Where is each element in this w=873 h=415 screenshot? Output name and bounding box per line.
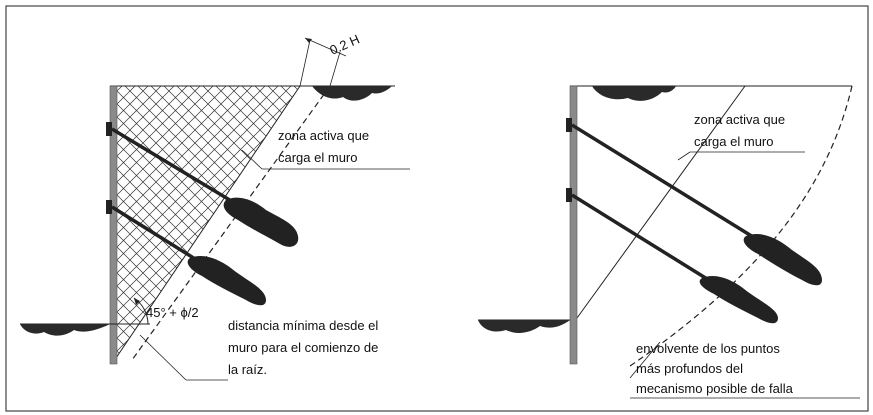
min-distance-label-1: distancia mínima desde el: [228, 318, 378, 333]
figure-frame: [5, 5, 869, 412]
envelope-label-2: más profundos del: [636, 361, 743, 376]
envelope-leader: [629, 341, 661, 379]
retaining-wall: [109, 85, 118, 365]
failure-plane-line: [115, 85, 301, 359]
anchor-head-icon: [106, 122, 112, 136]
angle-arrow-icon: [134, 298, 140, 305]
angle-label: 45° + ϕ/2: [146, 305, 199, 320]
dimension-line: [304, 37, 347, 57]
anchor-bar: [571, 193, 713, 284]
anchor-head-icon: [106, 200, 112, 214]
anchor-head-icon: [566, 188, 572, 202]
min-distance-label-3: la raíz.: [228, 362, 267, 377]
anchor-upper: [566, 118, 822, 286]
dimension-label: 0.2 H: [327, 31, 361, 57]
soil-hatch-icon: [312, 86, 392, 101]
anchor-bar: [111, 205, 201, 264]
anchor-root-icon: [187, 255, 266, 306]
soil-hatch-icon: [592, 86, 676, 101]
min-distance-label-2: muro para el comienzo de: [228, 340, 378, 355]
anchor-lower: [106, 200, 266, 306]
soil-hatch-icon: [478, 320, 570, 333]
envelope-label-3: mecanismo posible de falla: [636, 381, 794, 396]
dimension-ext-2: [329, 51, 341, 87]
min-distance-leader: [139, 334, 187, 381]
right-panel: zona activa que carga el muro envolvente…: [478, 85, 860, 399]
anchor-root-icon: [743, 233, 822, 286]
dimension-arrow-icon: [305, 38, 312, 43]
active-zone-label-2: carga el muro: [694, 134, 773, 149]
anchor-bar: [111, 127, 239, 207]
active-zone-leader: [677, 151, 691, 161]
anchor-lower: [566, 188, 778, 324]
left-panel: 0.2 H 45° + ϕ/2 zona activa que carga el: [20, 31, 410, 381]
anchor-bar: [571, 123, 759, 242]
active-zone-leader: [241, 149, 263, 170]
retaining-wall: [569, 85, 578, 365]
dimension-ext-1: [299, 39, 311, 87]
envelope-label-1: envolvente de los puntos: [636, 341, 780, 356]
anchor-root-icon: [223, 197, 299, 247]
active-zone-label-2: carga el muro: [278, 150, 357, 165]
failure-plane-line: [576, 85, 746, 319]
anchor-root-icon: [699, 275, 778, 324]
anchor-upper: [106, 122, 299, 247]
soil-hatch-icon: [20, 324, 110, 336]
active-zone-label-1: zona activa que: [694, 112, 785, 127]
failure-envelope-curve: [629, 85, 853, 367]
active-zone-label-1: zona activa que: [278, 128, 369, 143]
offset-dashed-line: [131, 85, 331, 361]
anchor-head-icon: [566, 118, 572, 132]
